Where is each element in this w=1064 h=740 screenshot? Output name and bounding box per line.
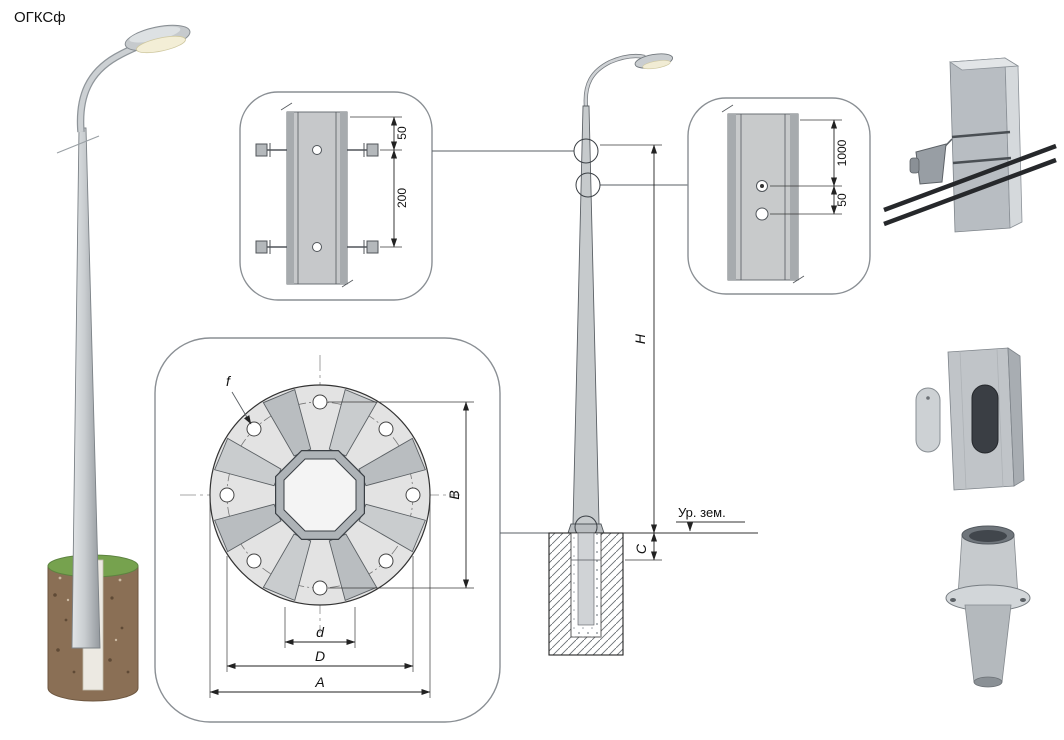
pole-3d-render (47, 24, 191, 702)
bolt-holes (219, 394, 421, 596)
elevation-shaft (572, 105, 600, 525)
grounding-bolt-callout: 1000 50 (687, 97, 871, 295)
tension-clamp (915, 143, 947, 185)
pole-wall-section-right (727, 113, 799, 281)
label-d: d (316, 624, 325, 640)
elevation-base-flange (567, 523, 605, 534)
detail-marker-upper (573, 138, 599, 164)
clamp-pole-front (949, 57, 1011, 233)
cable-lower (883, 157, 1057, 227)
base-shell-skirt (964, 604, 1012, 683)
pole-elevation-drawing: Ур. зем. H C (432, 53, 758, 656)
label-C: C (633, 543, 649, 554)
dim-1000: 1000 (835, 139, 849, 166)
label-D: D (315, 648, 325, 664)
pole-wall-section (286, 111, 348, 285)
cable-upper (883, 143, 1057, 213)
pole-shaft (71, 127, 101, 649)
lamp-glow (136, 35, 186, 54)
hand-hole-render (915, 347, 1025, 491)
drawing-title: ОГКСф (14, 9, 66, 26)
elevation-arm (584, 54, 646, 108)
dim-50-upper: 50 (395, 126, 409, 140)
base-bottom-rim (973, 676, 1003, 688)
label-f: f (226, 373, 232, 389)
wire-clamp-render (883, 57, 1057, 233)
upper-bolts-callout: 50 200 (239, 91, 433, 301)
gussets (214, 389, 426, 601)
ground-level-label: Ур. зем. (678, 505, 726, 520)
octagon-tube-inner (283, 458, 357, 532)
label-B: B (446, 490, 462, 499)
hand-hole (971, 384, 999, 454)
flange-plan-callout: f B d D A (154, 337, 501, 723)
detail-marker-lower (575, 172, 601, 198)
hole-pole-side (1007, 347, 1025, 487)
cover-plate (915, 387, 941, 453)
elevation-lamp-head (634, 53, 674, 70)
embedded-shaft (577, 532, 595, 626)
bolt-row-lower (255, 240, 379, 254)
lamp-head (124, 24, 191, 54)
ground-hole (755, 207, 769, 221)
label-A: A (314, 674, 324, 690)
foundation-speckles (53, 576, 130, 674)
base-shell-render (945, 525, 1031, 688)
dim-50-right: 50 (835, 193, 849, 207)
pole-break-mark (56, 135, 100, 154)
bolt-row-upper (255, 143, 379, 157)
dim-200: 200 (395, 188, 409, 208)
label-H: H (632, 333, 648, 344)
